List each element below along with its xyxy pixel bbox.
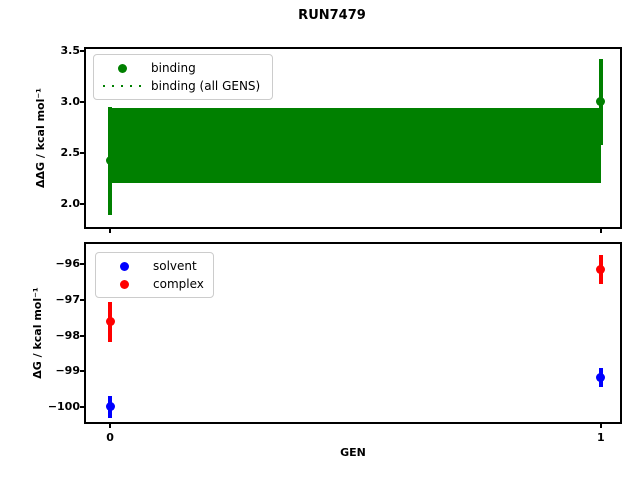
y-tick-mark bbox=[80, 50, 84, 53]
data-point-complex bbox=[596, 264, 606, 274]
legend-item-binding-all-gens: binding (all GENS) bbox=[103, 77, 263, 95]
complex-dot-icon bbox=[119, 279, 129, 289]
binding-dot-icon bbox=[117, 63, 127, 73]
y-tick-mark bbox=[80, 405, 84, 408]
y-tick-mark bbox=[80, 298, 84, 301]
x-tick-label: 1 bbox=[597, 431, 605, 444]
y-tick-label: 2.0 bbox=[60, 196, 81, 210]
legend-label-solvent: solvent bbox=[153, 259, 197, 273]
legend-label-binding-all-gens: binding (all GENS) bbox=[151, 79, 261, 93]
x-tick-mark bbox=[109, 229, 112, 233]
x-axis-label: GEN bbox=[340, 446, 366, 459]
y-tick-label: 3.5 bbox=[60, 44, 81, 58]
y-tick-label: −99 bbox=[55, 364, 80, 378]
solvent-dot-icon bbox=[119, 261, 129, 271]
y-tick-label: −98 bbox=[55, 328, 80, 342]
legend-handle bbox=[103, 63, 141, 73]
y-tick-label: 2.5 bbox=[60, 145, 81, 159]
legend-handle bbox=[105, 279, 143, 289]
x-tick-mark bbox=[599, 229, 602, 233]
y-tick-mark bbox=[80, 263, 84, 266]
legend-label-binding: binding bbox=[151, 61, 196, 75]
data-point-solvent bbox=[596, 373, 606, 383]
legend-label-complex: complex bbox=[153, 277, 204, 291]
legend-item-solvent: solvent bbox=[105, 257, 204, 275]
y-tick-mark bbox=[80, 202, 84, 205]
top-legend: binding binding (all GENS) bbox=[93, 54, 273, 100]
x-tick-label: 0 bbox=[106, 431, 114, 444]
dotted-line-icon bbox=[103, 85, 141, 87]
y-tick-mark bbox=[80, 334, 84, 337]
data-point-binding bbox=[596, 97, 606, 107]
legend-handle bbox=[103, 85, 141, 87]
y-tick-label: 3.0 bbox=[60, 94, 81, 108]
bottom-legend: solvent complex bbox=[95, 252, 214, 298]
y-tick-label: −97 bbox=[55, 292, 80, 306]
legend-handle bbox=[105, 261, 143, 271]
y-tick-mark bbox=[80, 100, 84, 103]
y-tick-label: −100 bbox=[47, 399, 80, 413]
data-point-solvent bbox=[105, 402, 115, 412]
legend-item-binding: binding bbox=[103, 59, 263, 77]
x-tick-mark bbox=[109, 424, 112, 428]
x-tick-mark bbox=[599, 424, 602, 428]
uncertainty-band bbox=[110, 107, 601, 184]
figure-title: RUN7479 bbox=[298, 8, 366, 23]
legend-item-complex: complex bbox=[105, 275, 204, 293]
y-tick-mark bbox=[80, 370, 84, 373]
data-point-binding bbox=[105, 156, 115, 166]
data-point-complex bbox=[105, 317, 115, 327]
y-tick-label: −96 bbox=[55, 257, 80, 271]
y-tick-mark bbox=[80, 151, 84, 154]
